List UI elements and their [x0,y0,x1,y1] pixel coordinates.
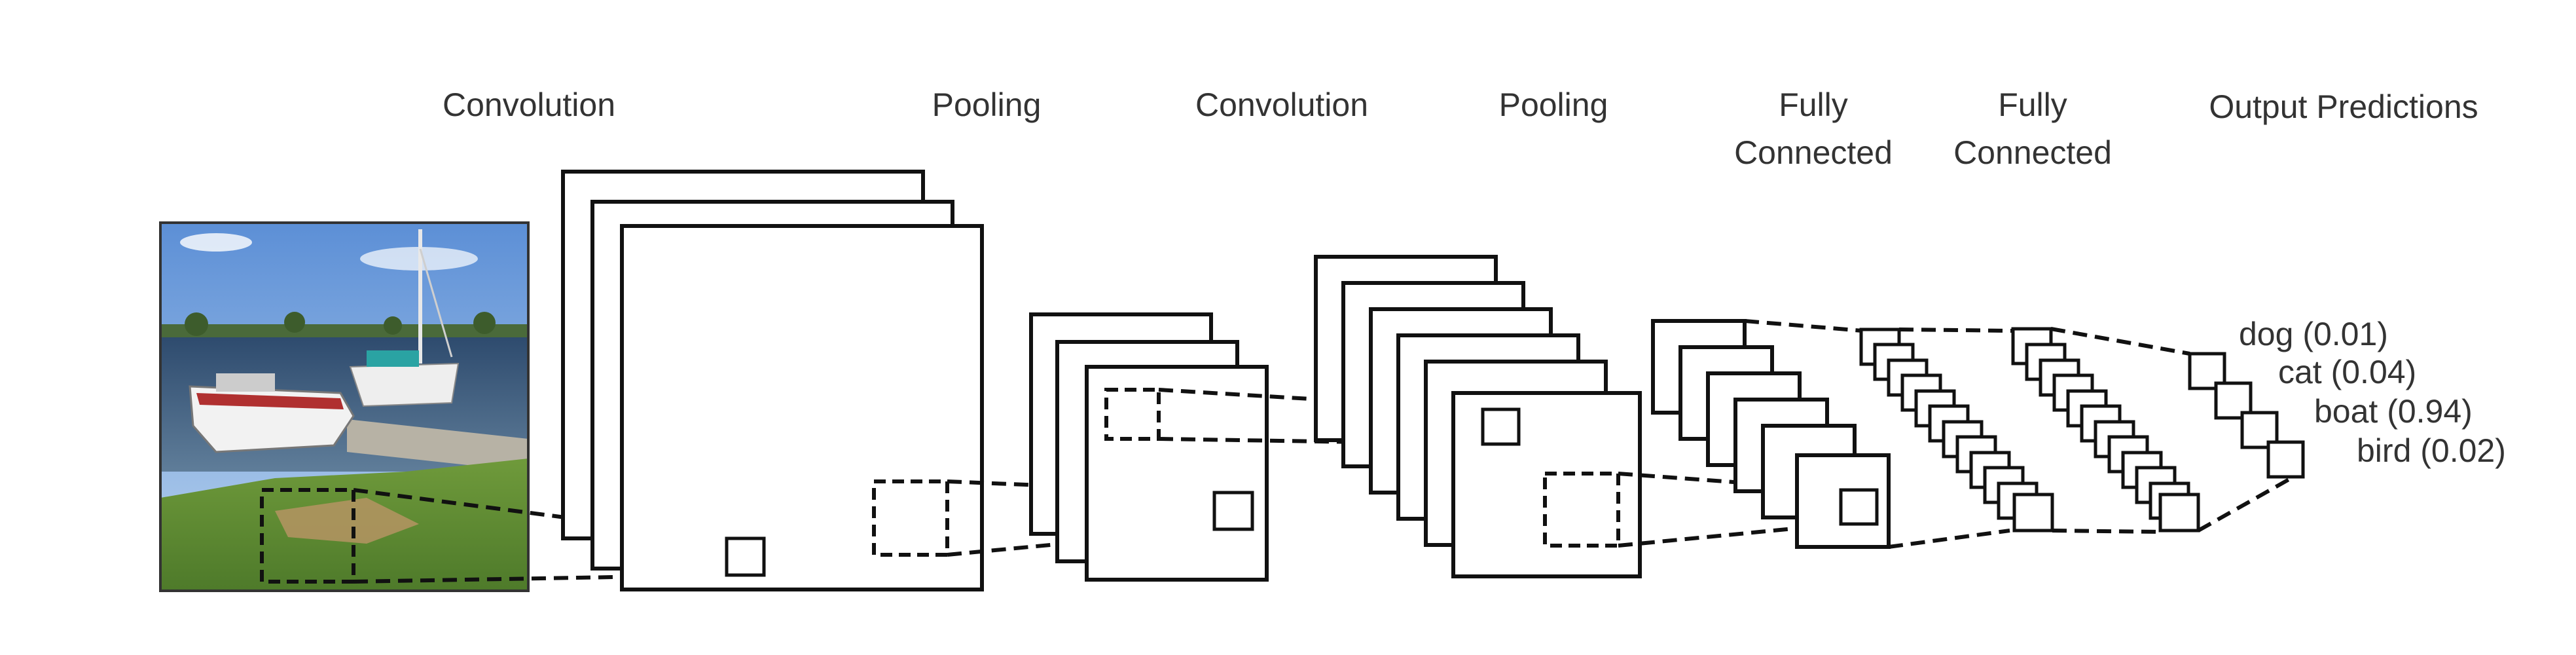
pool1-map-3 [1085,365,1269,582]
fc1-dash-top [1744,319,1863,333]
conv1-dash-bottom [353,573,727,584]
output-neuron-bird [2266,440,2305,479]
label-fc2-line1: Fully [1998,86,2067,123]
conv1-pool-window [872,479,949,557]
fc2-dash-top [1898,328,2014,333]
input-receptive-field [260,488,355,584]
pool1-unit [1212,491,1254,531]
fc1-neurons [1859,328,2054,533]
pool1-receptive-field [1104,388,1161,441]
conv1-map-3 [620,224,984,591]
label-fc1-line2: Connected [1734,134,1893,171]
prediction-cat: cat (0.04) [2278,354,2416,390]
fc1-dash-bottom [1888,529,2010,549]
output-dash-bottom [2197,476,2293,533]
label-conv2: Convolution [1195,86,1368,123]
prediction-boat: boat (0.94) [2314,393,2473,430]
label-conv1: Convolution [443,86,615,123]
fc2-dash-bottom [2052,529,2161,534]
prediction-bird: bird (0.02) [2357,432,2506,469]
label-fc2-line2: Connected [1953,134,2112,171]
fc2-neurons [2011,327,2200,533]
label-pool2: Pooling [1499,86,1608,123]
prediction-dog: dog (0.01) [2239,316,2388,352]
conv2-pool-window [1543,472,1620,548]
label-fc1-line1: Fully [1779,86,1848,123]
conv1-unit [725,536,766,577]
label-pool1: Pooling [932,86,1042,123]
conv2-unit [1481,407,1521,446]
output-dash-top [2050,327,2190,356]
label-output: Output Predictions [2209,88,2478,125]
pool2-unit [1839,488,1879,526]
input-image [159,221,530,592]
